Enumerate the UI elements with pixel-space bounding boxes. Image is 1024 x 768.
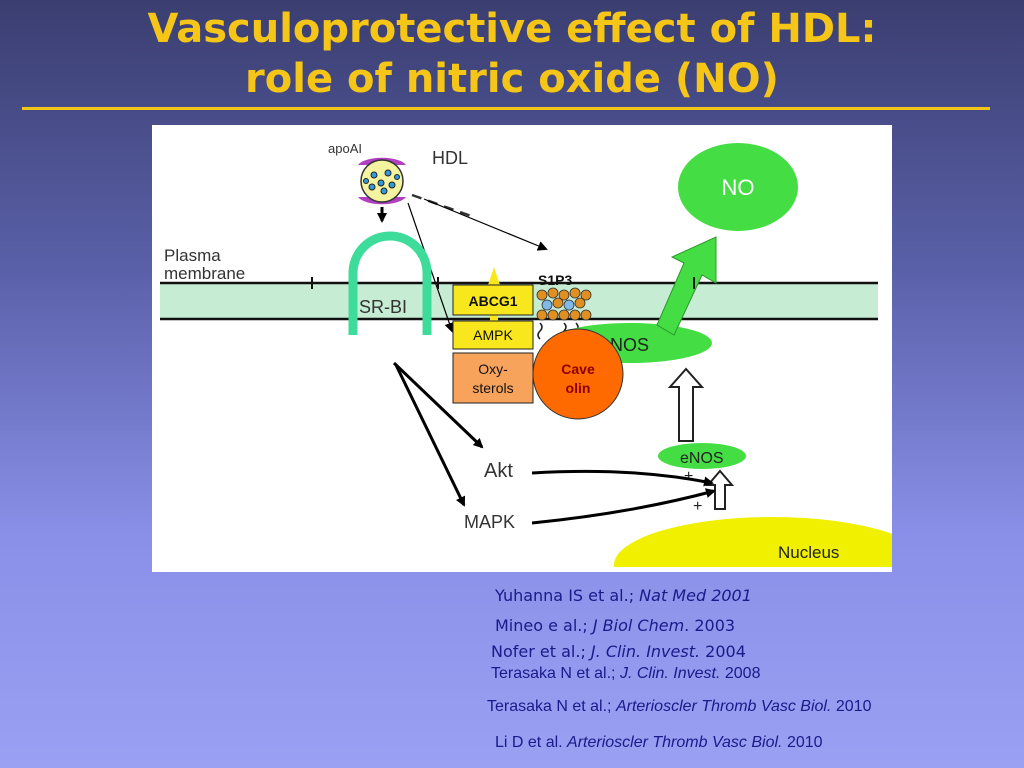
oxysterols-label-2: sterols (472, 380, 513, 396)
title-underline (22, 107, 990, 110)
reference-4-journal: J. Clin. Invest. (619, 665, 721, 682)
reference-3-authors: Nofer et al.; (491, 642, 591, 661)
mapk-label: MAPK (464, 512, 515, 532)
s1p3-label: S1P3 (538, 272, 572, 288)
reference-6-authors: Li D et al. (495, 734, 568, 751)
reference-4-year: 2008 (720, 665, 761, 682)
arrow-mapk-to-enos (531, 488, 716, 525)
reference-5-year: 2010 (831, 698, 872, 715)
reference-2: Mineo e al.; J Biol Chem. 2003 (495, 616, 735, 636)
caveolin-shape (532, 328, 624, 420)
plus-sign-mapk: + (693, 498, 702, 515)
oxysterols-label-1: Oxy- (478, 361, 508, 377)
reference-1-authors: Yuhanna IS et al.; (495, 586, 640, 605)
hdl-label: HDL (432, 148, 468, 168)
reference-4: Terasaka N et al.; J. Clin. Invest. 2008 (491, 664, 760, 684)
arrow-enos-activation (667, 367, 705, 442)
title-line-1: Vasculoprotective effect of HDL: (147, 6, 877, 52)
nucleus-shape (614, 517, 892, 572)
abcg1-box (452, 284, 534, 316)
nucleus-clip (152, 567, 892, 572)
reference-2-journal: J Biol Chem (592, 616, 685, 635)
reference-2-authors: Mineo e al.; (495, 616, 593, 635)
slide-title: Vasculoprotective effect of HDL: role of… (0, 4, 1024, 104)
reference-3-journal: J. Clin. Invest. (590, 642, 701, 661)
arrow-hdl-to-s1p3 (423, 198, 548, 251)
plus-sign-akt: + (684, 468, 693, 485)
apoai-label: apoAI (328, 141, 362, 156)
diagram-canvas: Nucleus apoAI HDL Plasma membrane SR-BI (152, 125, 892, 572)
title-line-2: role of nitric oxide (NO) (245, 56, 779, 102)
enos-cytosol-shape (658, 443, 746, 469)
reference-5-authors: Terasaka N et al.; (487, 698, 616, 715)
reference-3: Nofer et al.; J. Clin. Invest. 2004 (491, 642, 746, 662)
nucleus-label: Nucleus (778, 543, 839, 562)
arrow-srbi-to-mapk (394, 364, 466, 507)
reference-1-journal: Nat Med 2001 (639, 586, 752, 605)
akt-label: Akt (484, 460, 513, 482)
abcg1-label: ABCG1 (468, 293, 517, 309)
ampk-box (452, 320, 534, 350)
caveolin-label-2: olin (566, 380, 591, 396)
abcg1-pore-marker (488, 267, 500, 285)
reference-5-journal: Arterioscler Thromb Vasc Biol. (615, 698, 832, 715)
reference-2-year: . 2003 (684, 616, 736, 635)
plasma-membrane-label-2: membrane (164, 264, 245, 283)
srbi-label: SR-BI (359, 297, 407, 317)
arrow-enos-to-no (656, 236, 717, 336)
s1p3-receptor (536, 287, 592, 340)
srbi-receptor (348, 231, 432, 335)
plasma-membrane-label-1: Plasma (164, 246, 221, 265)
reference-5: Terasaka N et al.; Arterioscler Thromb V… (487, 697, 871, 717)
reference-4-authors: Terasaka N et al.; (491, 665, 620, 682)
enos-cytosol-label: eNOS (680, 450, 724, 467)
ampk-label: AMPK (473, 327, 513, 343)
arrow-srbi-to-akt (392, 361, 484, 449)
hdl-dashed-link (411, 193, 475, 219)
hdl-no-pathway-diagram: Nucleus apoAI HDL Plasma membrane SR-BI (152, 125, 892, 572)
reference-6-year: 2010 (782, 734, 823, 751)
no-label: NO (722, 175, 755, 200)
reference-6-journal: Arterioscler Thromb Vasc Biol. (567, 734, 783, 751)
reference-3-year: 2004 (700, 642, 746, 661)
arrow-akt-to-enos (531, 469, 714, 487)
no-shape (678, 143, 798, 231)
reference-1: Yuhanna IS et al.; Nat Med 2001 (495, 586, 752, 606)
reference-6: Li D et al. Arterioscler Thromb Vasc Bio… (495, 733, 823, 753)
caveolin-label-1: Cave (561, 361, 595, 377)
hdl-particle (358, 157, 406, 205)
